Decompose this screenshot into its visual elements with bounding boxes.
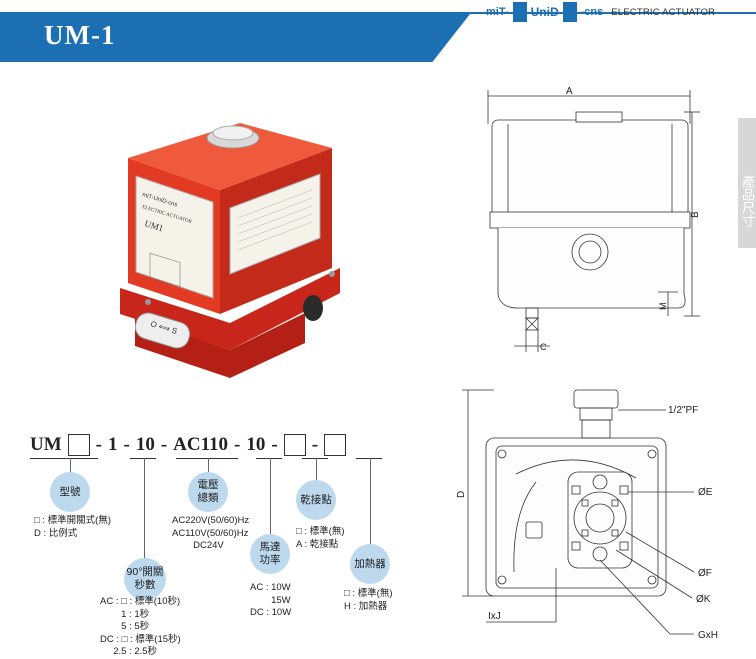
brand-prefix: miT- <box>486 6 509 18</box>
screw <box>329 271 335 277</box>
dim-f-label: ØF <box>698 568 712 579</box>
dim-a-label: A <box>566 86 573 97</box>
code-part4: 10 <box>246 434 266 455</box>
dim-e-label: ØE <box>698 487 713 498</box>
cable-gland <box>573 389 619 409</box>
dim-d-label: D <box>456 491 467 498</box>
code-box-heater <box>324 434 347 456</box>
shaft <box>525 317 539 331</box>
field-heater-bubble: 加熱器 <box>350 544 390 584</box>
leader-k <box>615 549 693 599</box>
code-dash: - <box>123 434 130 455</box>
brand-suffix: -cns <box>580 6 604 18</box>
code-dash: - <box>234 434 241 455</box>
brand-mid: UniD <box>530 5 559 19</box>
code-underline <box>130 458 156 459</box>
dim-c-label: C <box>540 342 547 352</box>
field-time-notes: AC : □ : 標準(10秒) 1 : 1秒 5 : 5秒 DC : □ : … <box>100 596 181 657</box>
manual-indicator <box>134 312 191 349</box>
field-motor-notes: AC : 10W 15W DC : 10W <box>250 582 292 618</box>
nameplate-wiring <box>149 252 181 287</box>
connector <box>270 458 271 534</box>
box-top-face <box>128 123 332 190</box>
brand-mark-icon-2 <box>562 2 577 22</box>
code-box-contact <box>283 434 306 456</box>
code-dash: - <box>271 434 278 455</box>
field-time-bubble: 90°開關 秒數 <box>124 558 166 600</box>
title-banner <box>0 14 470 62</box>
cable-port <box>303 295 323 321</box>
field-voltage-bubble: 電壓 總類 <box>188 472 228 512</box>
field-contact-bubble: 乾接點 <box>296 480 336 520</box>
code-underline <box>302 458 328 459</box>
dim-b-label: B <box>690 211 701 218</box>
connector <box>70 458 71 472</box>
brand-tagline: ELECTRIC ACTUATOR <box>611 6 716 18</box>
warning-label-lines <box>237 189 313 251</box>
code-dash: - <box>311 434 319 455</box>
code-part3: AC110 <box>173 434 229 455</box>
page-title: UM-1 <box>44 20 116 50</box>
bottom-view-drawing: D 1/2"PF ØE ØF ØK IxJ GxH <box>456 389 718 641</box>
leader-f <box>625 531 695 573</box>
field-type-notes: □ : 標準開關式(無) D : 比例式 <box>34 515 111 539</box>
connector <box>370 458 371 544</box>
leader-gxh <box>599 559 671 635</box>
connector <box>144 458 145 558</box>
code-underline <box>30 458 98 459</box>
code-part2: 10 <box>135 434 155 455</box>
code-prefix: UM <box>30 434 62 455</box>
field-motor-bubble: 馬達 功率 <box>250 534 290 574</box>
side-lower-body <box>497 228 686 309</box>
side-port <box>571 233 609 271</box>
screw <box>145 299 151 305</box>
mounting-flange <box>567 471 633 569</box>
code-dash: - <box>95 434 102 455</box>
dim-gxh-label: GxH <box>698 630 718 641</box>
field-contact-notes: □ : 標準(無) A : 乾接點 <box>296 526 345 550</box>
connector <box>316 458 317 480</box>
code-box-type <box>67 434 90 456</box>
flange-circle <box>573 491 627 545</box>
connector <box>208 458 209 472</box>
side-tab[interactable]: 產品尺寸 <box>738 118 756 248</box>
brand-logo: miT- UniD -cns ELECTRIC ACTUATOR <box>486 0 715 24</box>
dim-ixj-label: IxJ <box>488 611 501 622</box>
code-dash: - <box>160 434 168 455</box>
code-underline <box>356 458 382 459</box>
code-underline <box>256 458 282 459</box>
field-heater-notes: □ : 標準(無) H : 加熱器 <box>344 588 393 612</box>
dim-m-label: M <box>658 303 668 311</box>
brand-mark-icon <box>512 2 527 22</box>
warning-label <box>229 173 321 275</box>
field-type-bubble: 型號 <box>50 472 90 512</box>
code-underline <box>176 458 238 459</box>
indicator-dome <box>212 125 254 141</box>
port-label: 1/2"PF <box>668 405 698 416</box>
product-photo: miT-UniD-cns ELECTRIC ACTUATOR UM1 O ⟺ S <box>120 123 340 378</box>
nameplate <box>135 175 214 299</box>
header-rule <box>0 12 756 14</box>
code-part1: 1 <box>107 434 118 455</box>
field-voltage-notes: AC220V(50/60)Hz AC110V(50/60)Hz DC24V <box>172 515 250 551</box>
side-view-drawing: A B M C <box>487 86 701 352</box>
bolt-holes <box>571 485 629 551</box>
dim-k-label: ØK <box>696 594 711 605</box>
lower-body <box>135 313 305 378</box>
model-code: UM - 1 - 10 - AC110 - 10 - - <box>30 430 352 460</box>
